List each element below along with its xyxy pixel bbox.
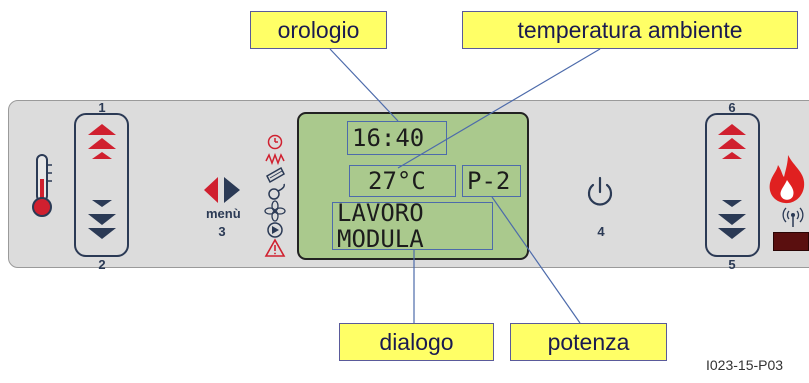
warning-icon	[264, 238, 286, 257]
resistance-icon	[265, 152, 285, 166]
key-3-label: 3	[218, 224, 226, 239]
dialog-line-2: MODULA	[337, 225, 424, 253]
temperature-down-button[interactable]	[84, 200, 120, 240]
antenna-icon	[782, 207, 804, 227]
figure-code: I023-15-P03	[706, 357, 784, 373]
callout-orologio: orologio	[250, 11, 387, 49]
key-5-label: 5	[728, 257, 736, 272]
power-down-button[interactable]	[714, 200, 750, 240]
power-up-button[interactable]	[714, 124, 750, 164]
clock-icon	[267, 134, 283, 150]
fan-icon	[268, 183, 285, 200]
callout-temperatura-ambiente: temperatura ambiente	[462, 11, 798, 49]
play-icon	[267, 222, 283, 238]
dialog-area: LAVORO MODULA	[332, 198, 493, 253]
clock-readout: 16:40	[347, 121, 447, 155]
key-1-label: 1	[98, 100, 106, 115]
menu-button[interactable]	[204, 177, 240, 203]
callout-potenza: potenza	[510, 323, 667, 361]
lcd-display	[297, 112, 529, 260]
flame-icon	[769, 155, 805, 204]
power-button[interactable]	[585, 176, 615, 208]
callout-dialogo: dialogo	[339, 323, 494, 361]
key-4-label: 4	[597, 224, 605, 239]
power-readout: P-2	[462, 165, 521, 197]
status-icons-column	[264, 134, 286, 257]
receiver-window	[773, 232, 809, 251]
temperature-key-frame	[74, 113, 129, 257]
key-6-label: 6	[728, 100, 736, 115]
thermometer-icon	[32, 154, 52, 217]
cleaning-icon	[266, 166, 285, 184]
dialog-line-1: LAVORO	[337, 198, 424, 227]
key-2-label: 2	[98, 257, 106, 272]
temperature-up-button[interactable]	[84, 124, 120, 164]
propeller-icon	[264, 200, 286, 222]
menu-label: menù	[206, 206, 241, 221]
power-level-key-frame	[705, 113, 760, 257]
